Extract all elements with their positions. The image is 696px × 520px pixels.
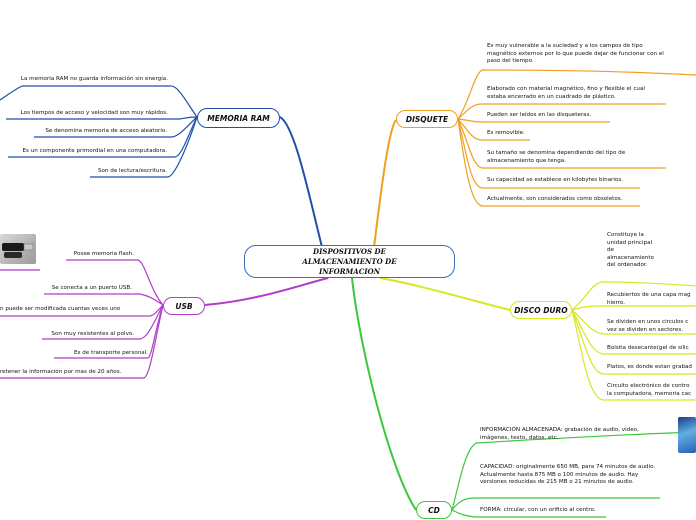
disquete-node[interactable]: DISQUETE xyxy=(396,110,458,128)
disquete-item[interactable]: Es removible. xyxy=(487,130,525,138)
central-topic[interactable]: DISPOSITIVOS DE ALMACENAMIENTO DE INFORM… xyxy=(244,245,455,278)
memoria-ram-label: MEMORIA RAM xyxy=(207,114,269,123)
memoria-ram-item[interactable]: La memoria RAM no guarda información sin… xyxy=(21,76,168,84)
central-topic-label: DISPOSITIVOS DE ALMACENAMIENTO DE INFORM… xyxy=(275,247,424,277)
usb-item[interactable]: n puede ser modificada cuantas veces uno xyxy=(0,306,120,314)
disco-duro-item[interactable]: Platos, es donde estan grabad xyxy=(607,364,692,372)
usb-item[interactable]: Son muy resistentes al polvo. xyxy=(51,331,134,339)
usb-label: USB xyxy=(175,302,192,311)
memoria-ram-item[interactable]: Los tiempos de acceso y velocidad son mu… xyxy=(21,110,168,118)
disco-duro-node[interactable]: DISCO DURO xyxy=(510,301,572,319)
disco-duro-label: DISCO DURO xyxy=(514,306,567,315)
memoria-ram-node[interactable]: MEMORIA RAM xyxy=(197,108,280,128)
usb-item[interactable]: Se conecta a un puerto USB. xyxy=(52,285,132,293)
memoria-ram-item[interactable]: Son de lectura/escritura. xyxy=(98,168,167,176)
usb-node[interactable]: USB xyxy=(163,297,205,315)
disquete-item[interactable]: Su tamaño se denomina dependiendo del ti… xyxy=(487,150,659,165)
disco-duro-item[interactable]: Bolsita desecante(gel de silic xyxy=(607,345,689,353)
disco-duro-item[interactable]: Se dividen en unos circulos c vez se div… xyxy=(607,319,696,334)
usb-item[interactable]: retener la información por mas de 20 año… xyxy=(0,369,121,377)
memoria-ram-item[interactable]: Se denomina memoria de acceso aleatorio. xyxy=(45,128,167,136)
cd-item[interactable]: FORMA: circular, con un orificio al cent… xyxy=(480,507,596,515)
cd-node[interactable]: CD xyxy=(416,501,452,519)
disquete-item[interactable]: Elaborado con material magnético, fino y… xyxy=(487,86,665,101)
usb-item[interactable]: Posee memoria flash. xyxy=(74,251,134,259)
cd-label: CD xyxy=(428,506,440,515)
memoria-ram-item[interactable]: Es un componente primordial en una compu… xyxy=(22,148,167,156)
disquete-item[interactable]: Pueden ser leídos en las disqueteras. xyxy=(487,112,591,120)
disquete-item[interactable]: Su capacidad se establece en kilobytes b… xyxy=(487,177,623,185)
disquete-item[interactable]: Actualmente, son considerados como obsol… xyxy=(487,196,622,204)
disquete-label: DISQUETE xyxy=(406,115,448,124)
cd-item[interactable]: CAPACIDAD: originalmente 650 MB, para 74… xyxy=(480,464,656,487)
disquete-item[interactable]: Es muy vulnerable a la suciedad y a los … xyxy=(487,43,665,66)
usb-drive-image xyxy=(0,234,36,264)
disco-duro-item[interactable]: Circuito electrónico de contro la comput… xyxy=(607,383,696,398)
usb-item[interactable]: Es de transporte personal. xyxy=(74,350,148,358)
disco-duro-item[interactable]: Recubiertos de una capa mag hierro. xyxy=(607,292,696,307)
cd-item[interactable]: INFORMACION ALMACENADA: grabación de aud… xyxy=(480,427,648,442)
usb-drive-icon xyxy=(0,234,36,264)
disco-duro-item[interactable]: Constituye la unidad principal de almace… xyxy=(607,232,657,270)
cd-image xyxy=(678,417,696,453)
